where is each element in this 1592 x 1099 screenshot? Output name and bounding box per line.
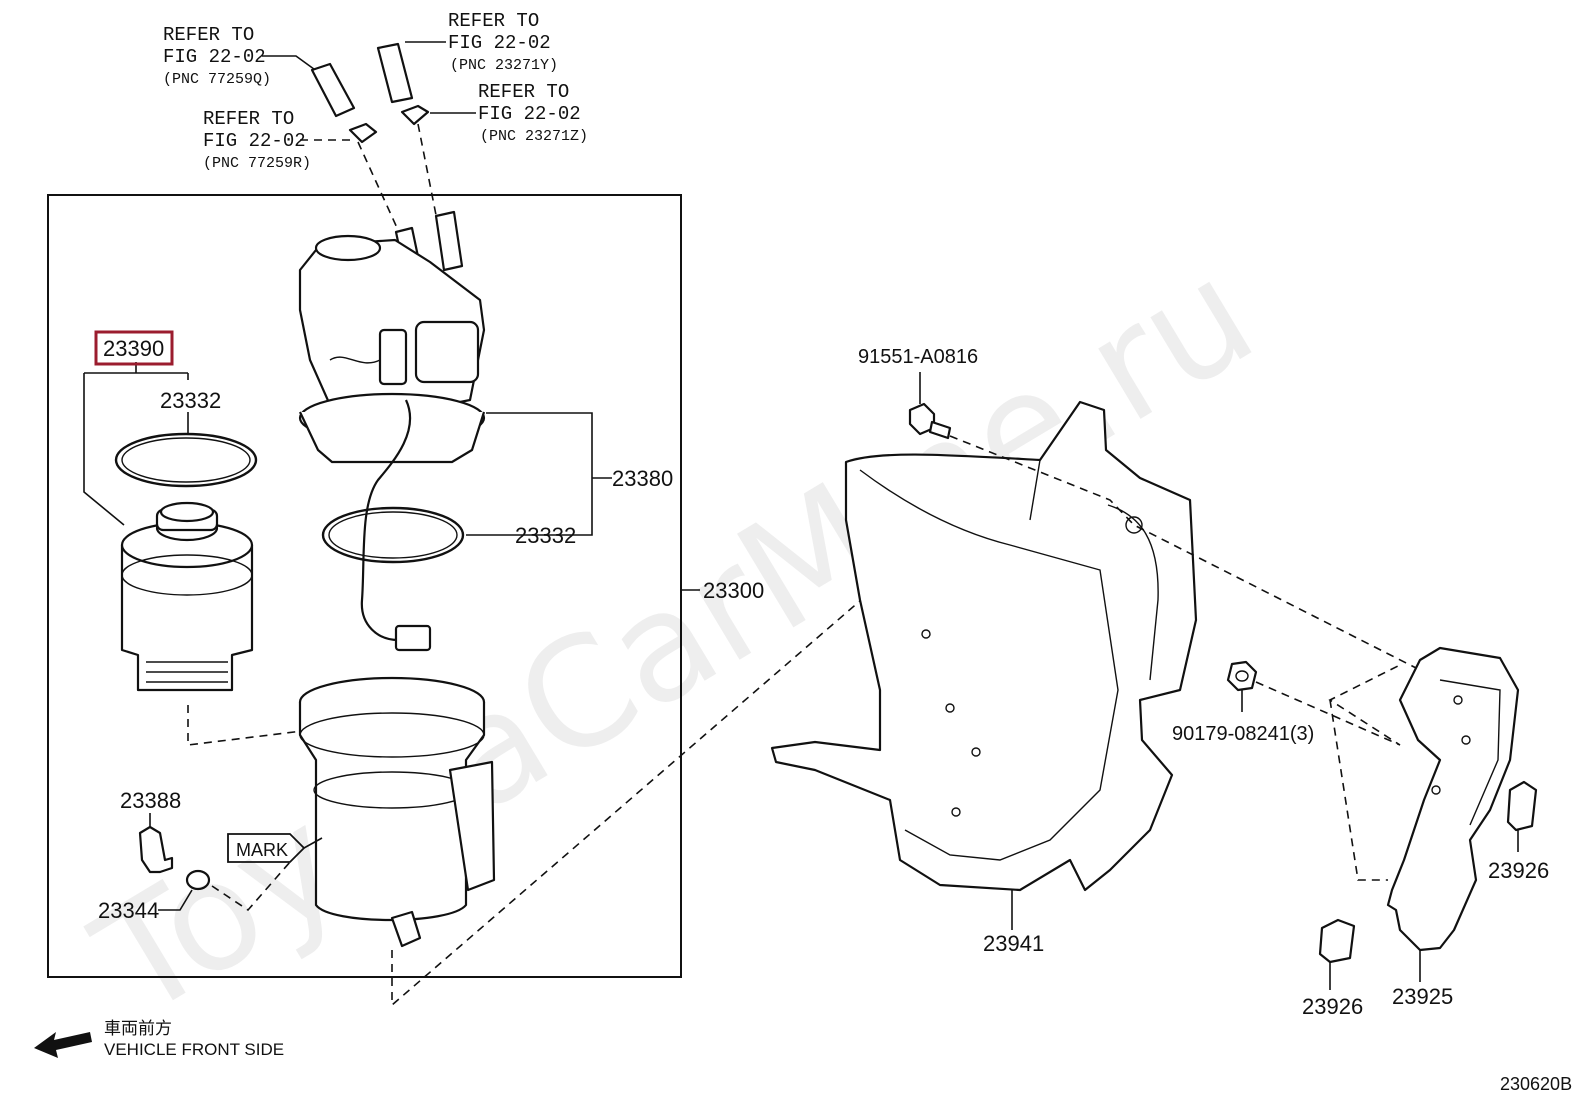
o-ring-23332-left — [114, 432, 258, 488]
highlight-box-23390 — [94, 330, 174, 366]
svg-text:MARK: MARK — [236, 840, 288, 860]
label-23390[interactable]: 23390 — [103, 336, 164, 361]
svg-text:FIG 22-02: FIG 22-02 — [478, 103, 581, 125]
svg-text:REFER TO: REFER TO — [163, 24, 254, 46]
fuel-filter-case — [298, 676, 496, 948]
clip-23271z — [400, 104, 430, 126]
ref-callout-77259r: REFER TO FIG 22-02 (PNC 77259R) — [203, 108, 350, 172]
check-valve-23388 — [138, 813, 174, 874]
svg-text:REFER TO: REFER TO — [478, 81, 569, 103]
orientation-en: VEHICLE FRONT SIDE — [104, 1040, 284, 1059]
svg-text:REFER TO: REFER TO — [203, 108, 294, 130]
label-23926-right[interactable]: 23926 — [1488, 858, 1549, 883]
ref-callout-77259q: REFER TO FIG 22-02 (PNC 77259Q) — [163, 24, 319, 88]
svg-text:(PNC 23271Y): (PNC 23271Y) — [450, 57, 558, 74]
label-23941[interactable]: 23941 — [983, 931, 1044, 956]
label-91551-a0816[interactable]: 91551-A0816 — [858, 346, 978, 368]
harness-connector — [394, 624, 432, 652]
bracket-23925 — [1386, 646, 1520, 952]
label-90179-08241[interactable]: 90179-08241(3) — [1172, 723, 1314, 745]
figure-code: 230620B — [1500, 1074, 1572, 1094]
svg-text:FIG 22-02: FIG 22-02 — [203, 130, 306, 152]
mark-tag: MARK — [227, 833, 323, 863]
label-23332-left[interactable]: 23332 — [160, 388, 221, 413]
wire-harness — [360, 399, 412, 642]
svg-text:FIG 22-02: FIG 22-02 — [163, 46, 266, 68]
svg-text:REFER TO: REFER TO — [448, 10, 539, 32]
svg-text:(PNC 77259R): (PNC 77259R) — [203, 155, 311, 172]
svg-text:(PNC 77259Q): (PNC 77259Q) — [163, 71, 271, 88]
fuel-filter-element — [120, 501, 254, 692]
o-ring-23332-right — [321, 506, 465, 564]
clip-23926-left — [1318, 918, 1356, 964]
label-23332-right[interactable]: 23332 — [515, 523, 576, 548]
o-ring-23344 — [185, 869, 211, 891]
assembly-frame — [47, 194, 682, 978]
clip-23926-right — [1506, 780, 1538, 832]
hose-pipes — [310, 42, 414, 118]
fuel-pump-module — [298, 210, 486, 464]
ref-callout-23271z: REFER TO FIG 22-02 (PNC 23271Z) — [430, 81, 588, 145]
label-23926-left[interactable]: 23926 — [1302, 994, 1363, 1019]
clip-77259r — [348, 122, 378, 144]
nut-90179 — [1226, 660, 1258, 692]
svg-text:(PNC 23271Z): (PNC 23271Z) — [480, 128, 588, 145]
label-23300[interactable]: 23300 — [703, 578, 764, 603]
svg-text:FIG 22-02: FIG 22-02 — [448, 32, 551, 54]
label-23344[interactable]: 23344 — [98, 898, 159, 923]
vehicle-front-arrow-icon — [34, 1032, 92, 1058]
ref-callout-23271y: REFER TO FIG 22-02 (PNC 23271Y) — [405, 10, 558, 74]
label-23925[interactable]: 23925 — [1392, 984, 1453, 1009]
label-23388[interactable]: 23388 — [120, 788, 181, 813]
orientation-jp: 車両前方 — [104, 1019, 172, 1039]
label-23380[interactable]: 23380 — [612, 466, 673, 491]
bolt-91551 — [908, 402, 952, 440]
